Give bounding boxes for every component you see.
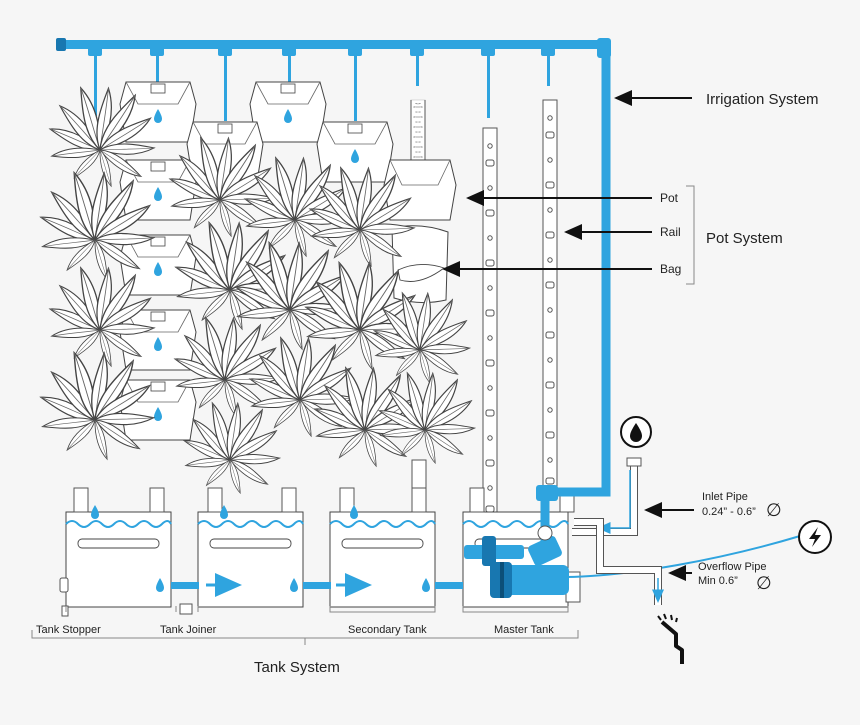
tank-brackets [31, 606, 579, 645]
lightning-bolt-icon [798, 520, 832, 554]
inlet-pipe-label: Inlet Pipe [702, 491, 748, 503]
tank-stopper-label: Tank Stopper [36, 624, 101, 636]
tank-system-label: Tank System [254, 659, 340, 676]
water-drop-icon [620, 416, 652, 448]
overflow-pipe-size: Min 0.6” [698, 575, 738, 587]
overflow-pipe-label: Overflow Pipe [698, 561, 766, 573]
pot-label: Pot [660, 191, 679, 205]
inlet-pipe-size: 0.24” - 0.6” [702, 506, 756, 518]
inlet-pipe [572, 457, 642, 536]
tank-stopper-part [59, 577, 69, 593]
tank-stopper-tank [59, 487, 172, 617]
bag-label: Bag [660, 262, 681, 276]
tanks [59, 487, 581, 617]
drain-icon [657, 613, 684, 664]
inlet-diameter-symbol: ∅ [766, 500, 782, 520]
pump-assembly [464, 485, 801, 598]
tank-joiner-label: Tank Joiner [160, 624, 217, 636]
secondary-tank [329, 487, 436, 608]
callout-arrows [442, 90, 694, 581]
example-bag [391, 225, 449, 491]
irrigation-system-label: Irrigation System [706, 91, 819, 108]
master-tank-label: Master Tank [494, 624, 554, 636]
secondary-tank-label: Secondary Tank [348, 624, 427, 636]
pot-system-label: Pot System [706, 230, 783, 247]
tank-joiner-pipes [171, 573, 463, 597]
irrigation-pipe [56, 38, 611, 488]
overflow-pipe [574, 518, 664, 605]
rail-label: Rail [660, 225, 681, 239]
pot-system-bracket [686, 185, 695, 285]
tank-2 [179, 487, 304, 615]
overflow-diameter-symbol: ∅ [756, 573, 772, 593]
